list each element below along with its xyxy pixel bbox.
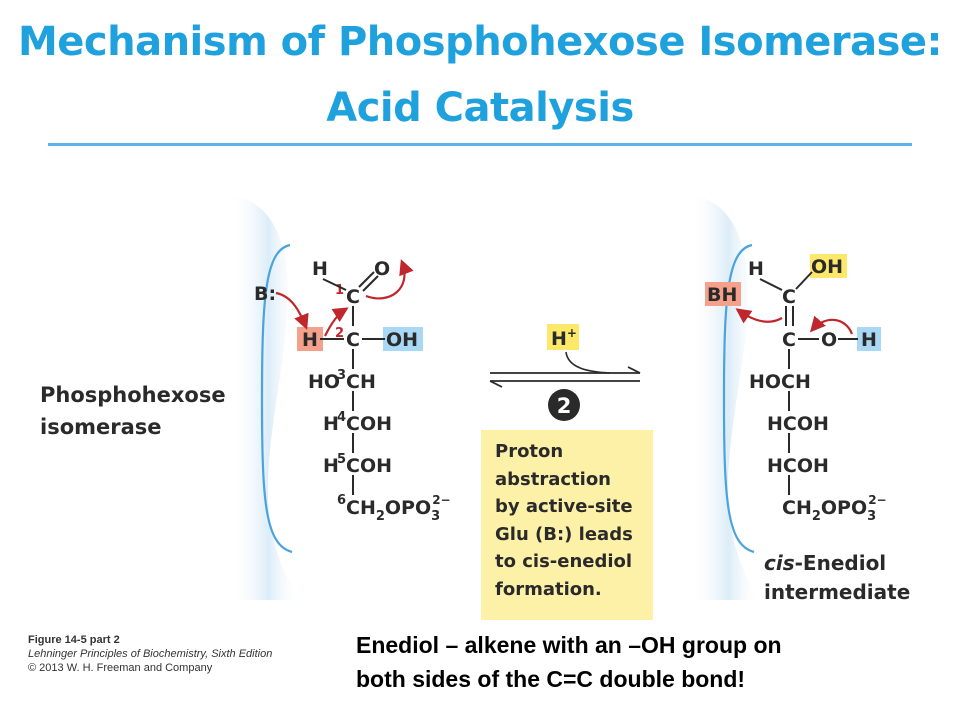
c3-number: 3 — [337, 368, 346, 383]
step-number: 2 — [557, 394, 572, 418]
bond-r-h-c1 — [759, 278, 783, 291]
bh-label: BH — [707, 284, 737, 306]
arrow-oh-to-o — [809, 315, 854, 335]
step-description: Proton abstraction by active-site Glu (B… — [495, 438, 650, 603]
h-on-c2: H — [302, 329, 318, 351]
enediol-c1: C — [782, 286, 796, 308]
definition-line2: both sides of the C=C double bond! — [356, 666, 746, 692]
enediol-c3: HOCH — [749, 371, 811, 393]
enediol-h-top: H — [748, 258, 764, 280]
figure-copyright: © 2013 W. H. Freeman and Company — [28, 662, 213, 674]
active-site-pocket-left-edge — [260, 243, 293, 554]
slide-title-line2: Acid Catalysis — [326, 85, 634, 131]
arrow-base-to-h — [275, 291, 309, 330]
proton-highlight — [547, 324, 579, 350]
title-divider — [48, 143, 912, 146]
oh-highlight-left — [383, 327, 423, 351]
aldehyde-h: H — [312, 258, 328, 280]
c1-label: C — [346, 286, 360, 308]
step-line-6: formation. — [495, 578, 602, 600]
step-line-1: Proton — [495, 441, 564, 462]
bond-r-c1-oh — [795, 271, 813, 290]
enediol-definition: Enediol – alkene with an –OH group on bo… — [356, 628, 956, 696]
slide-title-line1: Mechanism of Phosphohexose Isomerase: — [17, 19, 943, 65]
enzyme-label-line1: Phosphohexose — [40, 383, 226, 407]
oh-top-highlight — [810, 254, 847, 278]
c4-coh: COH — [346, 413, 392, 435]
enediol-c2: C — [782, 329, 796, 351]
c2-label: C — [346, 329, 360, 351]
c6-number: 6 — [337, 493, 346, 508]
bond-h-c1 — [322, 278, 347, 291]
c3-ch: CH — [346, 371, 376, 393]
carbonyl-o: O — [374, 258, 390, 280]
figure-number: Figure 14-5 part 2 — [28, 634, 120, 646]
c6-ch: CH2OPO32− — [346, 493, 451, 524]
enediol-c5: HCOH — [767, 455, 829, 477]
c2-number: 2 — [335, 326, 344, 341]
enzyme-label-line2: isomerase — [40, 415, 162, 439]
proton-release-curve — [565, 351, 611, 374]
c1-number: 1 — [335, 283, 344, 298]
enediol-h-right: H — [861, 329, 877, 351]
intermediate-label-line1: cis-Enediol — [764, 551, 886, 575]
enediol-c6: CH2OPO32− — [782, 493, 887, 524]
bond-c1-o-b — [362, 275, 379, 292]
bh-highlight — [705, 282, 741, 306]
proton-label: H+ — [551, 326, 577, 350]
h-highlight-left — [297, 327, 323, 351]
arrow-ch-to-cc — [324, 307, 349, 337]
enediol-c4: HCOH — [767, 413, 829, 435]
active-site-pocket-right-edge — [722, 243, 755, 554]
c5-number: 5 — [337, 452, 346, 467]
enediol-oh-top: OH — [811, 256, 843, 278]
step-description-box — [481, 430, 653, 620]
bond-c1-o-a — [358, 271, 375, 288]
c4-number: 4 — [337, 410, 346, 425]
step-line-5: to cis-enediol — [495, 551, 633, 572]
arrow-co-to-o — [365, 259, 414, 300]
c5-coh: COH — [346, 455, 392, 477]
figure-source: Lehninger Principles of Biochemistry, Si… — [28, 648, 273, 660]
c3-ho: HO — [308, 371, 340, 393]
arrow-cc-to-bh — [735, 308, 783, 324]
c4-h: H — [323, 413, 339, 435]
definition-line1: Enediol – alkene with an –OH group on — [356, 632, 782, 658]
oh-on-c2: OH — [386, 329, 418, 351]
forward-arrow-head — [627, 366, 641, 374]
step-line-3: by active-site — [495, 496, 633, 517]
step-line-2: abstraction — [495, 468, 611, 490]
c5-h: H — [323, 455, 339, 477]
h-right-highlight — [857, 327, 881, 351]
intermediate-label-line2: intermediate — [764, 580, 910, 604]
step-number-circle — [548, 389, 580, 421]
step-line-4: Glu (B:) leads — [495, 523, 633, 545]
figure-caption: Figure 14-5 part 2 Lehninger Principles … — [28, 633, 272, 675]
base-label: B: — [254, 283, 276, 305]
enediol-o: O — [821, 329, 837, 351]
reverse-arrow-head — [489, 380, 503, 388]
active-site-pocket-left — [230, 195, 300, 600]
